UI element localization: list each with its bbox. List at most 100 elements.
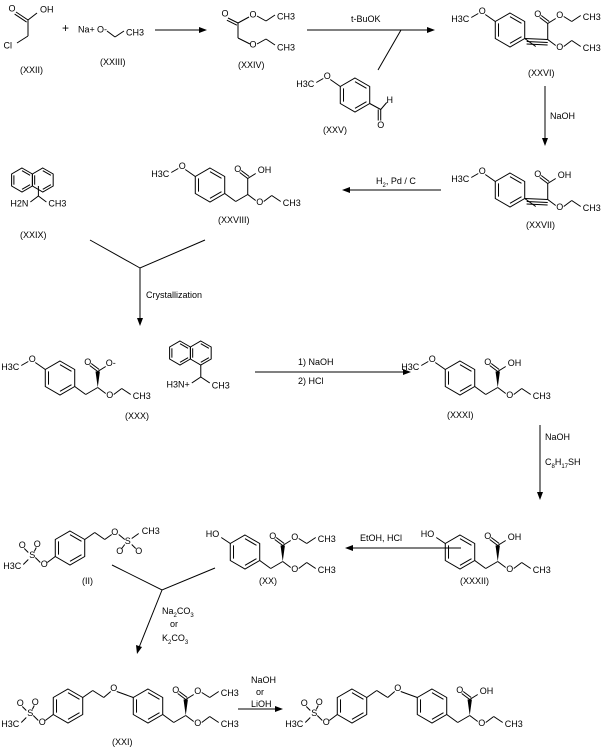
arrowhead [542, 138, 548, 146]
bond [84, 532, 96, 540]
reagent-naoh: NaOH [251, 675, 276, 685]
benzene-ring [31, 167, 54, 193]
reagent-octanethiol: C8H17SH [545, 457, 581, 470]
bond [185, 694, 194, 700]
double-bond [239, 172, 249, 179]
bond [30, 195, 39, 203]
atom-label: O [116, 546, 123, 556]
atom-label: O [291, 532, 298, 542]
atom-label: CH3 [221, 688, 239, 698]
atom-label: H [386, 95, 393, 105]
reagent-na2co3: Na2CO3 [162, 606, 194, 619]
bond [173, 715, 186, 723]
bond [497, 387, 507, 394]
resolution-joining-lines [89, 239, 206, 269]
atom-label: O [506, 564, 513, 574]
atom-label: H2N [10, 198, 28, 208]
aromatic-inner-bond [147, 712, 160, 720]
benzene-ring [229, 534, 261, 570]
aromatic-inner-bond [459, 384, 472, 392]
atom-label: Na+ [78, 24, 95, 34]
arrow-to-xxi [137, 589, 163, 651]
atom-label: O- [97, 24, 107, 34]
aromatic-inner-bond [69, 534, 82, 542]
aromatic-inner-bond [209, 191, 222, 199]
atom-label: O [135, 546, 142, 556]
bond [485, 561, 498, 569]
double-bond [461, 693, 471, 700]
double-bond [177, 693, 187, 700]
aromatic-inner-bond [21, 184, 31, 190]
atom-label: CH3 [583, 12, 601, 22]
bond [270, 561, 283, 569]
bond [376, 690, 388, 698]
atom-label: O [29, 354, 36, 364]
bond [97, 387, 107, 394]
label-xxi: (XXI) [112, 737, 133, 747]
aromatic-inner-bond [179, 357, 189, 363]
atom-label: O [301, 698, 308, 708]
aromatic-inner-bond [67, 712, 80, 720]
arrowhead [137, 318, 143, 326]
reagent-step2-hcl: 2) HCl [298, 376, 324, 386]
bond [118, 534, 126, 540]
aromatic-inner-bond [200, 357, 210, 363]
aromatic-inner-bond [147, 692, 160, 700]
aromatic-inner-bond [42, 170, 52, 176]
stereo-wedge-bond [495, 371, 500, 388]
bond [471, 173, 479, 178]
stereo-wedge-bond [467, 699, 472, 716]
atom-label: O [534, 9, 541, 19]
bond [237, 37, 251, 45]
bond [497, 561, 507, 568]
aromatic-inner-bond [509, 176, 522, 184]
bond [513, 562, 523, 569]
double-bond [178, 691, 188, 698]
double-bond [226, 19, 238, 26]
benzene-ring [52, 688, 84, 724]
bond [282, 540, 291, 546]
atom-label: H3C [3, 561, 22, 571]
bond [305, 706, 311, 711]
bond [209, 716, 219, 723]
atom-label: S [27, 708, 33, 718]
bond [247, 173, 256, 179]
bond [106, 30, 116, 38]
benzene-ring [336, 688, 368, 724]
compound-labels: (XXII) (XXIII) (XXIV) (XXV) (XXVI) (XXVI… [20, 57, 555, 747]
atom-label: CH3 [533, 565, 551, 575]
bond [27, 12, 38, 21]
double-bond [526, 201, 548, 203]
atom-label: CH3 [277, 11, 295, 21]
arrowhead [403, 369, 411, 375]
atom-label: O [249, 9, 256, 19]
reagent-naoh: NaOH [550, 111, 575, 121]
double-bond [526, 203, 548, 206]
bond [471, 13, 479, 18]
atom-label: O [111, 527, 118, 537]
double-bond [274, 539, 284, 546]
bond [44, 714, 54, 721]
label-xxxii: (XXXII) [460, 576, 489, 586]
double-bond [462, 691, 472, 698]
label-xx: (XX) [259, 576, 277, 586]
bond [524, 198, 537, 207]
atom-label: O [221, 8, 228, 18]
atom-label: O [19, 540, 26, 550]
atom-label: O [179, 161, 186, 171]
benzene-ring [444, 534, 476, 570]
atom-label: O [110, 683, 117, 693]
double-bond [489, 539, 499, 546]
atom-label: O [316, 697, 323, 707]
bond [121, 388, 131, 395]
bond [31, 705, 35, 710]
atom-label: OH [480, 686, 494, 696]
bond [298, 562, 308, 569]
atom-label: O [377, 120, 384, 130]
atom-label: H3C [296, 79, 315, 89]
label-xxii: (XXII) [20, 65, 43, 75]
bond [201, 716, 211, 723]
bond [259, 560, 272, 569]
bond [436, 537, 446, 544]
